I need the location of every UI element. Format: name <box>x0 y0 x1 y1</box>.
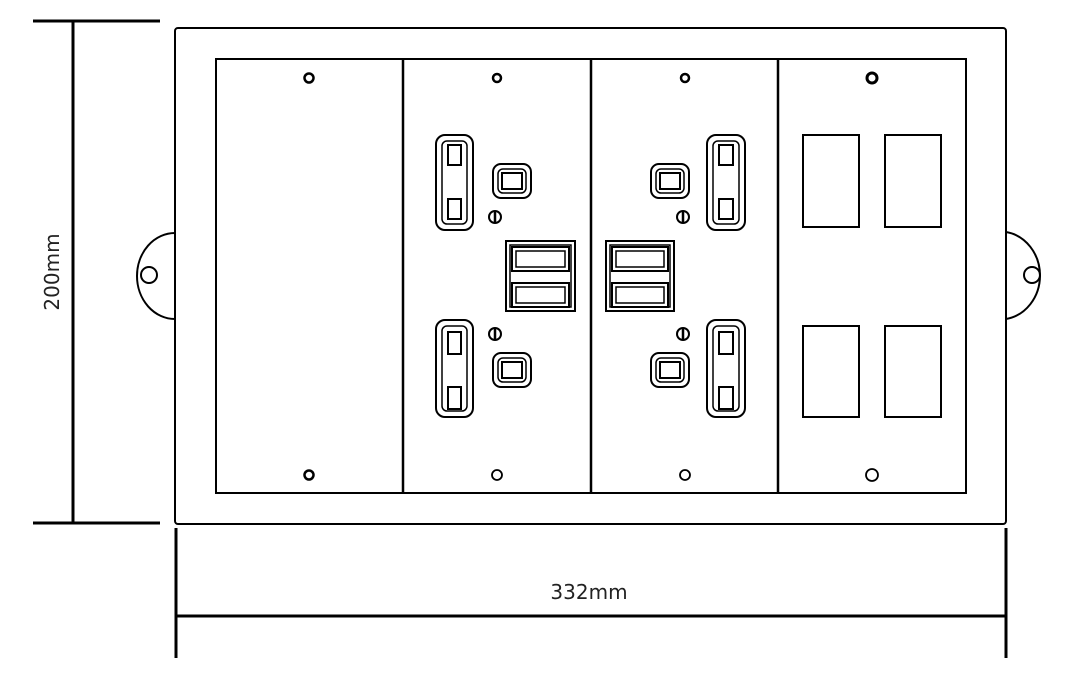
pin-slot <box>492 352 532 388</box>
data-port-aperture <box>884 325 942 418</box>
earth-pin-outline <box>706 134 746 231</box>
mounting-lug-right <box>1005 231 1041 320</box>
socket-screw <box>488 327 502 341</box>
pin-slot <box>447 198 462 220</box>
pin-slot <box>447 331 462 355</box>
earth-pin-outline <box>435 134 474 231</box>
rocker-switch <box>611 282 669 308</box>
pin-slot <box>650 352 690 388</box>
height-dimension: 200mm <box>33 19 160 525</box>
pin-slot <box>718 386 734 410</box>
mounting-lug-left <box>136 232 176 320</box>
socket-lower <box>435 319 532 418</box>
rocker-switch <box>611 246 669 272</box>
pin-slot <box>718 331 734 355</box>
blank-plate-module <box>215 58 404 494</box>
fixing-screw-bottom <box>865 468 879 482</box>
socket-upper <box>650 134 746 231</box>
fixing-screw-top <box>865 71 879 85</box>
fixing-screw-bottom <box>491 469 503 481</box>
pin-slot <box>447 386 462 410</box>
fixing-screw-bottom <box>679 469 691 481</box>
pin-slot <box>447 144 462 166</box>
outer-frame <box>174 27 1007 525</box>
fixing-screw-top <box>491 72 503 84</box>
fixing-screw-top <box>303 72 315 84</box>
rocker-switch <box>511 282 570 308</box>
fixing-screw-bottom <box>303 469 315 481</box>
twin-socket-module-2 <box>605 72 746 481</box>
data-port-aperture <box>802 325 860 418</box>
data-port-aperture <box>802 134 860 228</box>
twin-socket-module-1 <box>435 72 576 481</box>
earth-pin-outline <box>706 319 746 418</box>
socket-upper <box>435 134 532 231</box>
data-module <box>802 71 942 482</box>
rocker-switch-pair <box>505 240 576 312</box>
earth-pin-outline <box>435 319 474 418</box>
rocker-switch-pair <box>605 240 675 312</box>
height-label: 200mm <box>40 233 64 310</box>
pin-slot <box>718 198 734 220</box>
socket-screw <box>676 210 690 224</box>
rocker-switch <box>511 246 570 272</box>
pin-slot <box>492 163 532 199</box>
pin-slot <box>718 144 734 166</box>
fixing-screw-top <box>679 72 691 84</box>
socket-screw <box>676 327 690 341</box>
width-label: 332mm <box>550 580 627 604</box>
pin-slot <box>650 163 690 199</box>
width-dimension: 332mm <box>174 528 1008 658</box>
socket-screw <box>488 210 502 224</box>
data-port-aperture <box>884 134 942 228</box>
socket-lower <box>650 319 746 418</box>
